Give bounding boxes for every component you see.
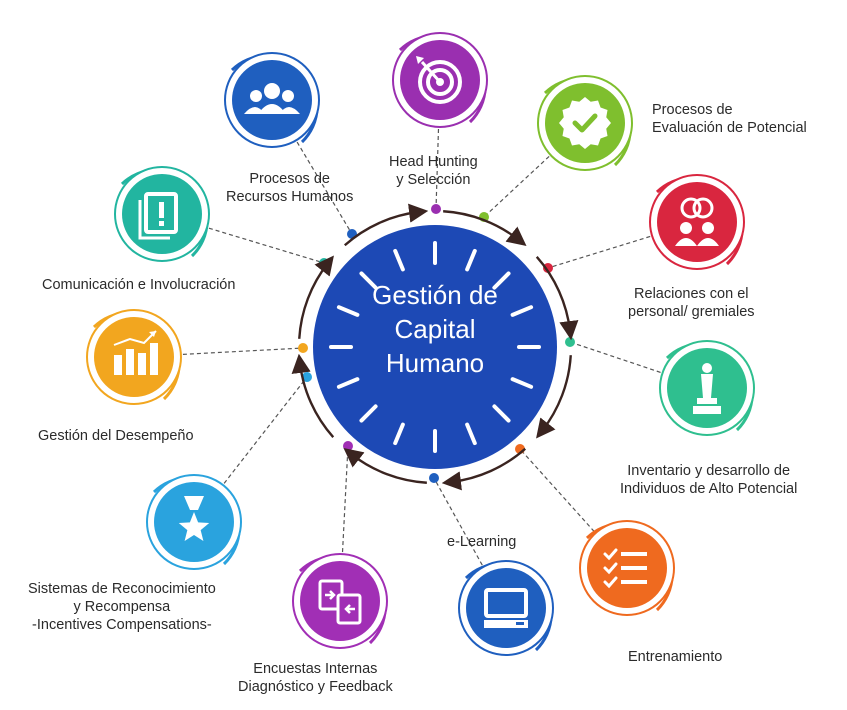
center-title-line: Capital [394,314,476,344]
label-line: Gestión del Desempeño [38,428,194,444]
label-line: y Recompensa [73,599,171,615]
sunburst-ray [492,271,511,290]
connector-entrenamiento [519,448,628,569]
sunburst-ray [336,377,360,389]
node-alto-potencial [659,340,755,436]
label-alto-potencial: Inventario y desarrollo de Individuos de… [620,462,797,498]
label-line: Head Hunting [389,154,478,170]
label-line: Relaciones con el [634,286,749,302]
label-reconocimiento: Sistemas de Reconocimiento y Recompensa … [28,580,216,634]
connector-dot-relaciones-personal [543,263,553,273]
label-line: Recursos Humanos [226,189,354,205]
badge-check-icon [559,97,611,149]
label-line: Procesos de [249,171,330,187]
node-comunicacion [114,166,210,262]
label-evaluacion-potencial: Procesos de Evaluación de Potencial [652,101,807,137]
target-icon [416,56,462,104]
label-desempeno: Gestión del Desempeño [38,427,194,445]
center-sunburst [329,241,541,453]
node-relaciones-personal [649,174,745,270]
label-line: Entrenamiento [628,649,723,665]
center-hub [313,225,557,469]
cycle-arrow [343,448,427,484]
connector-dot-alto-potencial [565,337,575,347]
connector-encuestas [339,445,349,602]
label-line: Encuestas Internas [253,661,378,677]
cycle-arrow [343,203,429,247]
bar-chart-icon [113,330,158,375]
node-entrenamiento [579,520,675,616]
trophy-icon [693,363,721,414]
cycle-arrow [298,255,334,339]
sunburst-ray [492,404,511,423]
cycle-arrow [536,355,572,439]
connector-dot-reconocimiento [302,372,312,382]
label-line: e-Learning [447,534,517,550]
label-encuestas: Encuestas Internas Diagnóstico y Feedbac… [238,660,393,696]
people-chat-icon [675,197,719,246]
sunburst-ray [359,271,378,290]
center-title: Gestión de Capital Humano [330,278,540,380]
label-line: -Incentives Compensations- [32,617,212,633]
label-line: Sistemas de Reconocimiento [28,581,216,597]
label-line: Diagnóstico y Feedback [238,679,393,695]
people-group-icon [244,83,300,114]
node-encuestas [292,553,388,649]
label-recursos-humanos: Procesos de Recursos Humanos [226,170,353,206]
label-line: Procesos de [652,102,733,118]
connector-dot-desempeno [298,343,308,353]
alert-document-icon [138,192,178,240]
node-desempeno [86,309,182,405]
computer-icon [484,588,528,628]
label-relaciones-personal: Relaciones con el personal/ gremiales [628,285,755,321]
sunburst-ray [336,305,360,317]
label-line: personal/ gremiales [628,304,755,320]
node-recursos-humanos [224,52,320,148]
checklist-icon [603,548,647,589]
sunburst-ray [465,422,477,446]
center-title-line: Humano [385,348,485,378]
cycle-arrow [441,447,527,491]
connector-relaciones-personal [547,221,698,269]
label-e-learning: e-Learning [447,533,516,551]
node-icons [86,32,755,656]
cycle-arrow [291,353,335,439]
node-e-learning [458,560,554,656]
cycle-arrow [443,210,527,246]
label-line: Comunicación e Involucración [42,277,236,293]
connector-dot-head-hunting [431,204,441,214]
connector-recursos-humanos [271,99,353,235]
sunburst-ray [359,404,378,423]
sunburst-ray [393,422,405,446]
node-inner-circle [232,60,312,140]
cycle-ring [291,203,579,491]
medal-star-icon [178,496,210,541]
label-line: Inventario y desarrollo de [627,463,791,479]
node-reconocimiento [146,474,242,570]
node-inner-circle [466,568,546,648]
node-inner-circle [657,182,737,262]
documents-exchange-icon [318,579,362,625]
center-title-line: Gestión de [372,280,498,310]
label-head-hunting: Head Hunting y Selección [389,153,478,189]
label-line: Individuos de Alto Potencial [620,481,798,497]
label-comunicacion: Comunicación e Involucración [42,276,235,294]
sunburst-ray [465,248,477,272]
node-evaluacion-potencial [537,75,633,171]
label-entrenamiento: Entrenamiento [628,648,722,666]
label-line: Evaluación de Potencial [652,120,807,136]
label-line: y Selección [396,172,471,188]
connector-dot-e-learning [429,473,439,483]
connector-dot-encuestas [343,441,353,451]
cycle-arrow [535,255,579,341]
sunburst-ray [510,305,534,317]
node-head-hunting [392,32,488,128]
sunburst-ray [393,248,405,272]
sunburst-ray [510,377,534,389]
